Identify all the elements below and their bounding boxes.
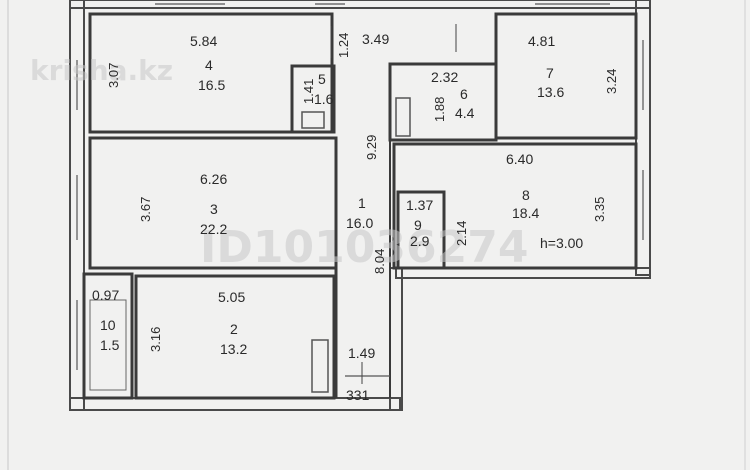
ceiling-height: h=3.00 (540, 235, 583, 251)
room-9-area: 2.9 (410, 233, 430, 249)
room-7-number: 7 (546, 65, 554, 81)
room-5 (290, 64, 336, 134)
room-3-area: 22.2 (200, 221, 227, 237)
room-1-depth: 9.29 (364, 135, 379, 160)
room-4-area: 16.5 (198, 77, 225, 93)
room-2 (134, 274, 336, 400)
room-6-area: 4.4 (455, 105, 475, 121)
entrance-width: 1.49 (348, 345, 375, 361)
room-6-depth: 1.88 (432, 97, 447, 122)
room-6-width: 2.32 (431, 69, 458, 85)
room-10 (82, 272, 134, 400)
room-10-area: 1.5 (100, 337, 120, 353)
room-2-area: 13.2 (220, 341, 247, 357)
room-labels: 5.84 3.07 4 16.5 1.41 5 1.6 3.49 1.24 2.… (92, 31, 619, 403)
room-8 (392, 142, 638, 270)
room-9-width: 1.37 (406, 197, 433, 213)
room-5-width: 1.41 (301, 79, 316, 104)
room-2-depth: 3.16 (148, 327, 163, 352)
room-3-width: 6.26 (200, 171, 227, 187)
room-2-number: 2 (230, 321, 238, 337)
room-10-width: 0.97 (92, 287, 119, 303)
room-8-width: 6.40 (506, 151, 533, 167)
entrance-offset: 331 (346, 387, 370, 403)
top-corridor-width: 3.49 (362, 31, 389, 47)
room-6-number: 6 (460, 86, 468, 102)
room-5-area: 1.6 (314, 91, 334, 107)
room-8-area: 18.4 (512, 205, 539, 221)
room-7-area: 13.6 (537, 84, 564, 100)
room-4-number: 4 (205, 57, 213, 73)
room-9 (396, 190, 446, 270)
room-5-number: 5 (318, 71, 326, 87)
room-8-depth: 3.35 (592, 197, 607, 222)
room-1-length: 8.04 (372, 249, 387, 274)
room-4-width: 5.84 (190, 33, 217, 49)
watermark-id: ID101036274 (200, 222, 528, 273)
room-4 (88, 12, 334, 134)
room-4-depth: 3.07 (106, 63, 121, 88)
room-1-area: 16.0 (346, 215, 373, 231)
room-3-depth: 3.67 (138, 197, 153, 222)
room-10-number: 10 (100, 317, 116, 333)
room-7-depth: 3.24 (604, 69, 619, 94)
room-7 (494, 12, 638, 140)
room-9-depth: 2.14 (454, 221, 469, 246)
room-8-number: 8 (522, 187, 530, 203)
windows (76, 3, 644, 377)
top-corridor-depth: 1.24 (336, 33, 351, 58)
room-1-number: 1 (358, 195, 366, 211)
room-9-number: 9 (414, 217, 422, 233)
room-3-number: 3 (210, 201, 218, 217)
room-7-width: 4.81 (528, 33, 555, 49)
room-2-width: 5.05 (218, 289, 245, 305)
watermark-site: krisha.kz (30, 54, 173, 87)
